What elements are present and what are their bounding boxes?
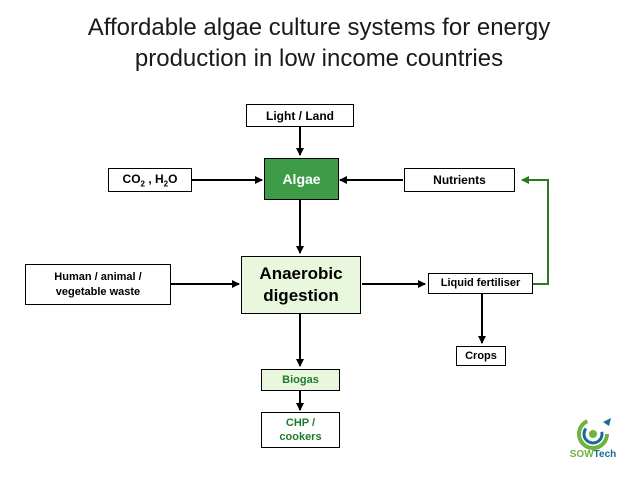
- sowtech-logo-icon: [577, 418, 611, 450]
- node-algae-label: Algae: [282, 171, 321, 187]
- node-algae: Algae: [264, 158, 339, 200]
- page-title: Affordable algae culture systems for ene…: [0, 12, 638, 74]
- node-waste: Human / animal /vegetable waste: [25, 264, 171, 305]
- node-liquid-fertiliser: Liquid fertiliser: [428, 273, 533, 294]
- node-waste-label: Human / animal /vegetable waste: [54, 270, 142, 298]
- node-chp-cookers-label: CHP /cookers: [279, 417, 322, 443]
- node-nutrients-label: Nutrients: [433, 173, 486, 187]
- arrow-fertiliser-to-nutrients: [521, 176, 549, 285]
- node-light-land-label: Light / Land: [266, 108, 334, 123]
- node-biogas-label: Biogas: [282, 374, 319, 386]
- node-chp-cookers: CHP /cookers: [261, 412, 340, 448]
- node-liquid-fertiliser-label: Liquid fertiliser: [440, 277, 521, 289]
- title-line-2: production in low income countries: [134, 45, 504, 72]
- node-co2-h2o: CO2 , H2O: [108, 168, 192, 192]
- node-co2-h2o-label: CO2 , H2O: [122, 171, 178, 189]
- node-light-land: Light / Land: [246, 104, 354, 127]
- sowtech-logo-text: SOWTech: [569, 449, 617, 460]
- node-crops-label: Crops: [465, 349, 497, 362]
- node-nutrients: Nutrients: [404, 168, 515, 192]
- title-line-1: Affordable algae culture systems for ene…: [87, 14, 551, 41]
- node-crops: Crops: [456, 346, 506, 366]
- node-biogas: Biogas: [261, 369, 340, 391]
